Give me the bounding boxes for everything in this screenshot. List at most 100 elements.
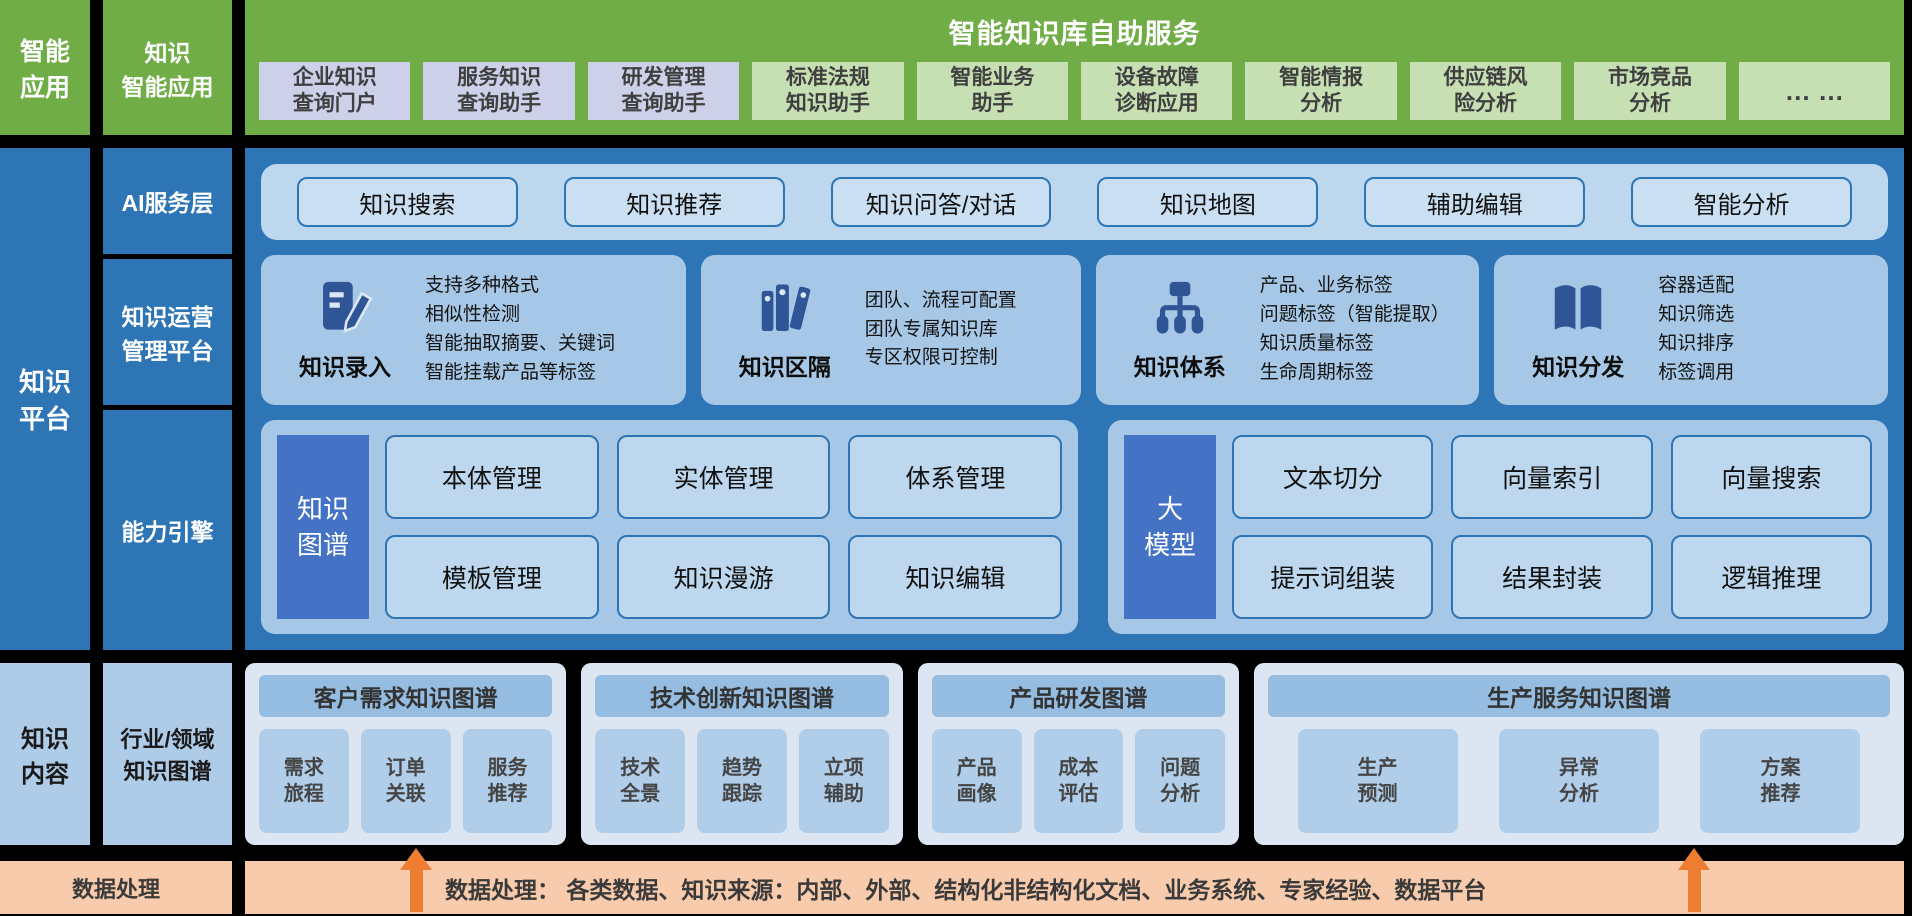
- books-icon: [761, 284, 811, 331]
- ops-point: 知识质量标签: [1259, 333, 1374, 354]
- knowledge-ops-row: 知识录入 支持多种格式 相似性检测 智能抽取摘要、关键词 智能挂载产品等标签: [261, 255, 1888, 405]
- engine-button: 逻辑推理: [1670, 535, 1872, 619]
- subrail-knowledge-ops-platform: 知识运营 管理平台: [103, 259, 232, 405]
- kg-card-production-service: 生产服务知识图谱 生产 预测 异常 分析 方案 推荐: [1254, 663, 1904, 845]
- app-chip: 服务知识 查询助手: [423, 62, 575, 120]
- kg-item: 技术 全景: [595, 729, 686, 833]
- app-chip: 市场竞品 分析: [1574, 62, 1726, 120]
- ops-card-knowledge-partition: 知识区隔 团队、流程可配置 团队专属知识库 专区权限可控制: [700, 255, 1081, 405]
- ops-card-knowledge-system: 知识体系 产品、业务标签 问题标签（智能提取） 知识质量标签 生命周期标签: [1095, 255, 1480, 405]
- kg-item: 需求 旅程: [259, 729, 349, 833]
- engine-button: 向量搜索: [1670, 435, 1872, 519]
- ai-service-button: 智能分析: [1631, 177, 1852, 227]
- ai-service-button: 知识问答/对话: [830, 177, 1052, 227]
- kg-item: 问题 分析: [1135, 729, 1226, 833]
- knowledge-platform-band: 知识搜索 知识推荐 知识问答/对话 知识地图 辅助编辑 智能分析 知识录入: [245, 148, 1904, 650]
- document-edit-icon: [323, 281, 373, 333]
- app-chip: 智能业务 助手: [916, 62, 1069, 120]
- up-arrow-icon: [1678, 848, 1710, 914]
- data-processing-bar: 数据处理： 各类数据、知识来源：内部、外部、结构化非结构化文档、业务系统、专家经…: [245, 861, 1904, 914]
- engine-button: 实体管理: [616, 435, 831, 519]
- kg-item: 产品 画像: [931, 729, 1022, 833]
- knowledge-graph-engine-panel: 知识 图谱 本体管理 实体管理 体系管理 模板管理 知识漫游 知识编辑: [261, 420, 1079, 634]
- ai-service-button: 知识推荐: [563, 177, 785, 227]
- app-chip: 供应链风 险分析: [1409, 62, 1562, 120]
- ops-point: 生命周期标签: [1259, 361, 1374, 383]
- app-chip-row: 企业知识 查询门户 服务知识 查询助手 研发管理 查询助手 标准法规 知识助手 …: [259, 62, 1891, 120]
- ops-point: 智能抽取摘要、关键词: [425, 333, 616, 354]
- ops-point: 团队、流程可配置: [864, 289, 1017, 311]
- ops-point: 产品、业务标签: [1259, 275, 1393, 297]
- kg-card-tech-innovation: 技术创新知识图谱 技术 全景 趋势 跟踪 立项 辅助: [581, 663, 903, 845]
- engine-button: 本体管理: [385, 435, 599, 519]
- knowledge-graph-badge: 知识 图谱: [277, 435, 369, 619]
- ops-point: 容器适配: [1658, 275, 1735, 297]
- ops-point: 知识筛选: [1658, 304, 1735, 326]
- ops-card-label: 知识分发: [1532, 354, 1625, 380]
- kg-card-title: 产品研发图谱: [931, 675, 1226, 717]
- intelligent-apps-panel: 智能知识库自助服务 企业知识 查询门户 服务知识 查询助手 研发管理 查询助手 …: [245, 0, 1904, 135]
- ops-point: 专区权限可控制: [864, 347, 998, 369]
- ops-card-label: 知识录入: [299, 354, 391, 380]
- app-chip: 智能情报 分析: [1245, 62, 1397, 120]
- engine-button: 知识漫游: [616, 535, 831, 619]
- subrail-knowledge-intelligent-apps: 知识 智能应用: [103, 0, 232, 135]
- engine-button: 结果封装: [1451, 535, 1653, 619]
- kg-item: 服务 推荐: [462, 729, 553, 833]
- ops-point: 支持多种格式: [425, 275, 540, 297]
- ops-point: 团队专属知识库: [864, 318, 998, 340]
- hierarchy-tree-icon: [1156, 281, 1203, 334]
- engine-button: 知识编辑: [848, 535, 1063, 619]
- ops-point: 标签调用: [1658, 361, 1735, 383]
- ai-service-button: 辅助编辑: [1364, 177, 1586, 227]
- engine-button: 模板管理: [385, 535, 599, 619]
- self-service-title: 智能知识库自助服务: [948, 19, 1201, 49]
- llm-engine-panel: 大 模型 文本切分 向量索引 向量搜索 提示词组装 结果封装 逻辑推理: [1108, 420, 1888, 634]
- open-book-icon: [1554, 285, 1602, 330]
- kg-card-title: 客户需求知识图谱: [259, 675, 553, 717]
- rail-label-knowledge-content: 知识 内容: [0, 663, 90, 845]
- kg-item: 方案 推荐: [1700, 729, 1861, 833]
- app-chip: 研发管理 查询助手: [587, 62, 740, 120]
- kg-card-customer-demand: 客户需求知识图谱 需求 旅程 订单 关联 服务 推荐: [245, 663, 567, 845]
- kg-item: 成本 评估: [1033, 729, 1124, 833]
- kg-item: 趋势 跟踪: [697, 729, 787, 833]
- kg-card-product-rd: 产品研发图谱 产品 画像 成本 评估 问题 分析: [917, 663, 1240, 845]
- rail-label-intelligent-apps: 智能 应用: [0, 0, 90, 135]
- engine-button: 文本切分: [1232, 435, 1434, 519]
- engine-button: 向量索引: [1451, 435, 1653, 519]
- knowledge-content-row: 客户需求知识图谱 需求 旅程 订单 关联 服务 推荐 技术创新知识图谱 技术 全…: [245, 663, 1904, 845]
- kg-card-title: 生产服务知识图谱: [1268, 675, 1890, 717]
- ops-card-label: 知识体系: [1133, 354, 1226, 380]
- kg-item: 异常 分析: [1499, 729, 1660, 833]
- subrail-capability-engine: 能力引擎: [103, 410, 232, 650]
- rail-label-data-processing: 数据处理: [0, 861, 232, 914]
- ai-service-button: 知识地图: [1097, 177, 1319, 227]
- app-chip: 设备故障 诊断应用: [1081, 62, 1233, 120]
- up-arrow-icon: [400, 848, 432, 914]
- kg-item: 订单 关联: [360, 729, 451, 833]
- subrail-domain-knowledge-graph: 行业/领域 知识图谱: [103, 663, 232, 845]
- ops-point: 问题标签（智能提取）: [1259, 304, 1450, 326]
- capability-engine-row: 知识 图谱 本体管理 实体管理 体系管理 模板管理 知识漫游 知识编辑 大 模型…: [261, 420, 1888, 634]
- engine-button: 体系管理: [848, 435, 1063, 519]
- app-chip: 企业知识 查询门户: [259, 62, 411, 120]
- rail-label-knowledge-platform: 知识 平台: [0, 148, 90, 650]
- kg-item: 立项 辅助: [798, 729, 889, 833]
- ops-card-knowledge-entry: 知识录入 支持多种格式 相似性检测 智能抽取摘要、关键词 智能挂载产品等标签: [261, 255, 686, 405]
- ai-service-button: 知识搜索: [297, 177, 518, 227]
- ai-service-layer-panel: 知识搜索 知识推荐 知识问答/对话 知识地图 辅助编辑 智能分析: [261, 164, 1888, 240]
- ops-point: 智能挂载产品等标签: [425, 361, 597, 383]
- kg-card-title: 技术创新知识图谱: [595, 675, 889, 717]
- kg-item: 生产 预测: [1297, 729, 1458, 833]
- data-bar-text: 数据处理： 各类数据、知识来源：内部、外部、结构化非结构化文档、业务系统、专家经…: [445, 876, 1487, 903]
- app-chip: 标准法规 知识助手: [752, 62, 904, 120]
- ops-card-label: 知识区隔: [738, 354, 831, 380]
- app-chip-more: … …: [1738, 62, 1891, 120]
- ops-point: 知识排序: [1658, 333, 1735, 354]
- subrail-ai-service-layer: AI服务层: [103, 148, 232, 254]
- ops-card-knowledge-distribution: 知识分发 容器适配 知识筛选 知识排序 标签调用: [1494, 255, 1888, 405]
- llm-badge: 大 模型: [1124, 435, 1217, 619]
- ops-point: 相似性检测: [425, 304, 521, 326]
